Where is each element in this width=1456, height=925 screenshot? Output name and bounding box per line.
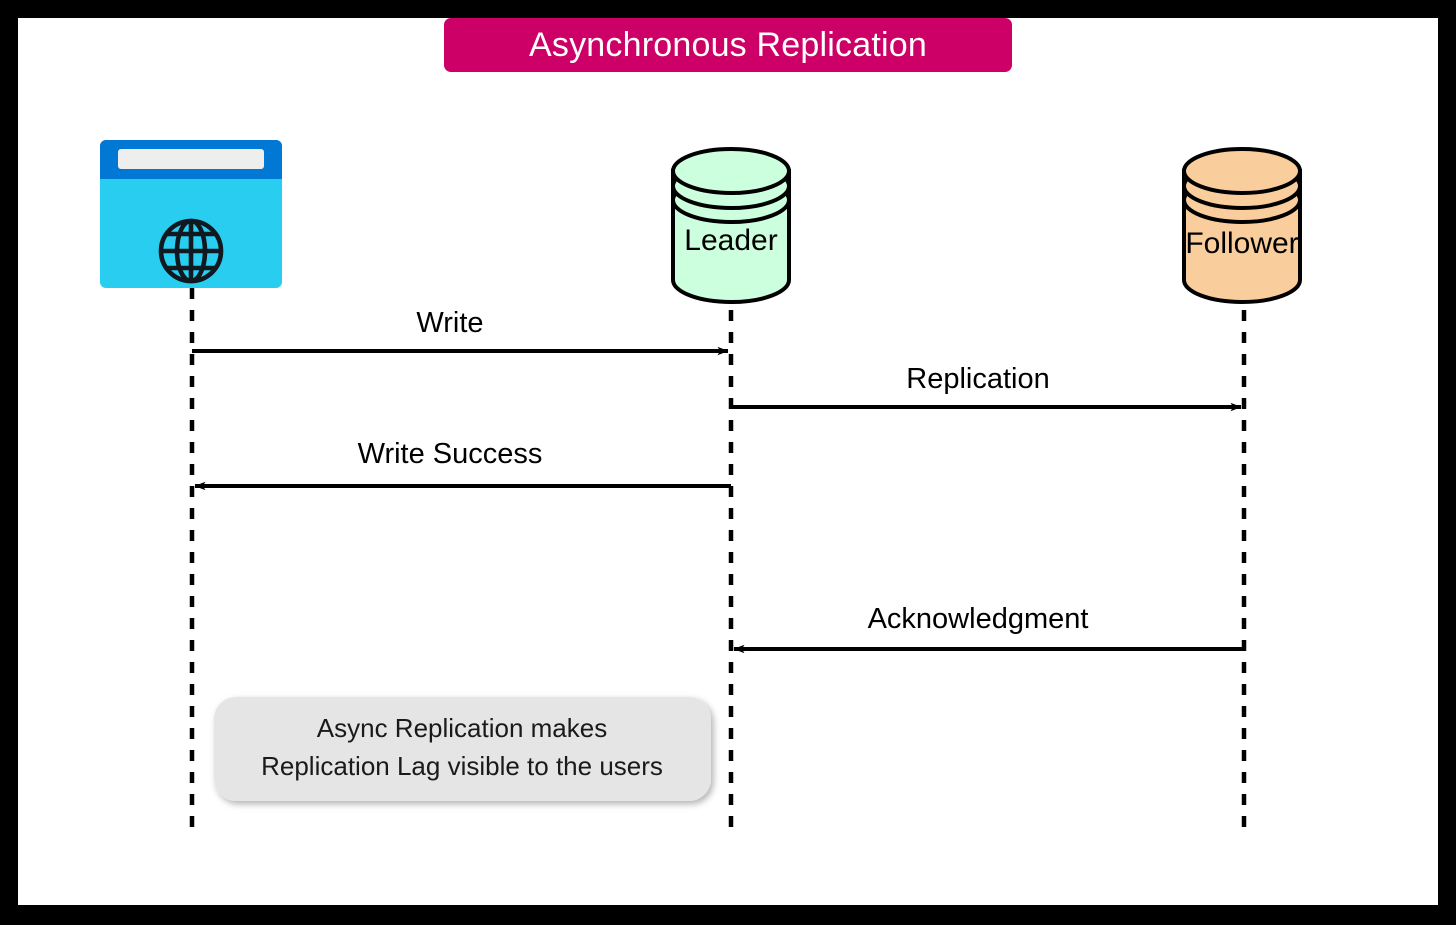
follower-label: Follower [1185, 227, 1298, 260]
note-background [214, 697, 711, 801]
message-write[interactable]: Write [192, 307, 729, 356]
leader-cylinder-top [671, 147, 791, 195]
note-line-2: Replication Lag visible to the users [261, 751, 663, 781]
title-banner: Asynchronous Replication [444, 18, 1012, 72]
message-replication-label: Replication [906, 363, 1049, 395]
message-replication[interactable]: Replication [731, 363, 1242, 412]
sequence-diagram: Leader Follower Write Replication [100, 140, 1302, 830]
message-acknowledgment[interactable]: Acknowledgment [733, 603, 1244, 654]
message-write-success[interactable]: Write Success [194, 438, 731, 491]
participant-follower[interactable]: Follower [1182, 147, 1302, 304]
message-write-success-label: Write Success [358, 438, 543, 470]
note-line-1: Async Replication makes [317, 713, 607, 743]
page-title: Asynchronous Replication [529, 25, 927, 64]
diagram-canvas: Asynchronous Replication [18, 18, 1438, 905]
globe-icon [158, 218, 224, 284]
leader-label: Leader [684, 224, 777, 257]
message-write-label: Write [416, 307, 483, 339]
browser-address-bar [118, 149, 264, 169]
note-box: Async Replication makes Replication Lag … [214, 697, 711, 801]
participant-client[interactable] [100, 140, 282, 288]
follower-cylinder-top [1182, 147, 1302, 195]
participant-leader[interactable]: Leader [671, 147, 791, 304]
message-acknowledgment-label: Acknowledgment [868, 603, 1089, 635]
